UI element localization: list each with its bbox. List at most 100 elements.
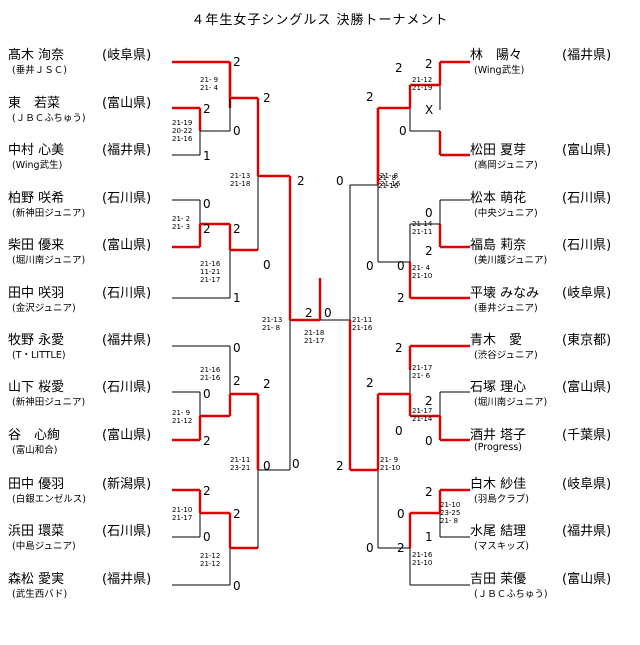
set-score: 21-14 [412, 415, 433, 423]
set-score: 20-22 [172, 127, 192, 135]
player-name: 柴田 優来 [8, 238, 65, 253]
game-count: 0 [397, 259, 405, 273]
set-score: 21-13 [262, 316, 282, 324]
game-count: 2 [425, 244, 433, 258]
player-name: 水尾 結理 [470, 524, 527, 539]
set-score: 21- 8 [378, 174, 396, 182]
player-name: 谷 心絢 [8, 428, 61, 443]
player-prefecture: (富山県) [102, 428, 152, 443]
game-count: 1 [425, 530, 433, 544]
set-score: 21-10 [172, 506, 192, 514]
set-score: 21- 9 [172, 409, 190, 417]
player-name: 髙木 洵奈 [8, 48, 65, 63]
set-score: 21-12 [200, 552, 220, 560]
player-club: (武生西バド) [12, 589, 68, 600]
game-count: 0 [324, 306, 332, 320]
game-count: 2 [395, 341, 403, 355]
player-prefecture: (福井県) [562, 48, 612, 63]
game-count: 2 [397, 291, 405, 305]
game-count: 2 [297, 174, 305, 188]
player-prefecture: (富山県) [562, 380, 612, 395]
game-count: 2 [425, 485, 433, 499]
player-club: (羽島クラブ) [474, 494, 529, 505]
player-name: 柏野 咲希 [8, 191, 65, 206]
player-name: 田中 優羽 [8, 477, 65, 492]
set-score: 21-16 [172, 135, 193, 143]
game-count: 2 [263, 377, 271, 391]
player-prefecture: (福井県) [562, 524, 612, 539]
player-name: 吉田 茉優 [470, 572, 527, 587]
game-count: 0 [366, 259, 374, 273]
player-prefecture: (富山県) [102, 238, 152, 253]
game-count: 2 [366, 90, 374, 104]
set-score: 21- 3 [172, 223, 190, 231]
game-count: 0 [292, 457, 300, 471]
game-count: 2 [233, 507, 241, 521]
player-prefecture: (石川県) [102, 524, 152, 539]
player-prefecture: (石川県) [102, 286, 152, 301]
set-score: 21-16 [352, 324, 373, 332]
set-score: 21-11 [412, 228, 432, 236]
set-score: 21-10 [440, 501, 460, 509]
player-club: (マスキッズ) [474, 541, 529, 552]
player-club: (美川護ジュニア) [474, 255, 548, 266]
game-count: 2 [203, 102, 211, 116]
game-count: 2 [336, 459, 344, 473]
player-prefecture: (千葉県) [562, 428, 612, 443]
player-club: (中央ジュニア) [474, 208, 538, 219]
player-prefecture: (岐阜県) [102, 48, 152, 63]
game-count: 0 [336, 174, 344, 188]
set-score: 21-10 [412, 272, 432, 280]
set-score: 21- 4 [200, 84, 219, 92]
game-count: 2 [203, 434, 211, 448]
player-name: 牧野 永愛 [8, 333, 65, 348]
player-name: 酒井 塔子 [470, 428, 527, 443]
set-score: 21-16 [380, 180, 401, 188]
player-prefecture: (福井県) [102, 572, 152, 587]
player-club: (中島ジュニア) [12, 541, 76, 552]
set-score: 21-13 [230, 172, 250, 180]
player-prefecture: (福井県) [102, 143, 152, 158]
set-score: 21-16 [200, 366, 221, 374]
game-count: 0 [203, 197, 211, 211]
game-count: 0 [397, 507, 405, 521]
set-score: 21-10 [412, 559, 432, 567]
game-count: 0 [233, 341, 241, 355]
player-club: (金沢ジュニア) [12, 303, 76, 314]
player-name: 浜田 環菜 [8, 524, 65, 539]
player-prefecture: (石川県) [562, 191, 612, 206]
player-name: 松本 萌花 [470, 191, 527, 206]
game-count: 2 [425, 57, 433, 71]
player-name: 中村 心美 [8, 143, 65, 158]
set-score: 21- 9 [200, 76, 218, 84]
set-score: 21-17 [412, 364, 432, 372]
game-count: 1 [203, 149, 211, 163]
player-name: 林 陽々 [470, 48, 523, 63]
set-score: 21-11 [352, 316, 372, 324]
set-score: 21-19 [172, 119, 192, 127]
player-prefecture: (富山県) [562, 572, 612, 587]
set-score: 21-16 [412, 551, 433, 559]
game-count: 0 [425, 206, 433, 220]
player-prefecture: (新潟県) [102, 477, 152, 492]
game-count: 2 [425, 394, 433, 408]
set-score: 21-10 [380, 464, 400, 472]
player-club: (堀川南ジュニア) [474, 397, 548, 408]
player-club: (Wing武生) [474, 65, 525, 76]
game-count: 2 [395, 61, 403, 75]
player-prefecture: (岐阜県) [562, 477, 612, 492]
player-prefecture: (富山県) [102, 96, 152, 111]
set-score: 21- 8 [440, 517, 458, 525]
set-score: 21-17 [304, 337, 324, 345]
set-score: 21- 9 [380, 456, 398, 464]
player-club: (T・LITTLE) [12, 350, 66, 361]
set-score: 21-12 [172, 417, 192, 425]
player-club: (白銀エンゼルス) [12, 494, 86, 505]
set-score: 21-16 [378, 182, 399, 190]
set-score: 21-18 [304, 329, 324, 337]
player-club: (Wing武生) [12, 160, 63, 171]
set-score: 21-14 [412, 220, 433, 228]
player-name: 田中 咲羽 [8, 286, 65, 301]
game-count: 2 [233, 374, 241, 388]
